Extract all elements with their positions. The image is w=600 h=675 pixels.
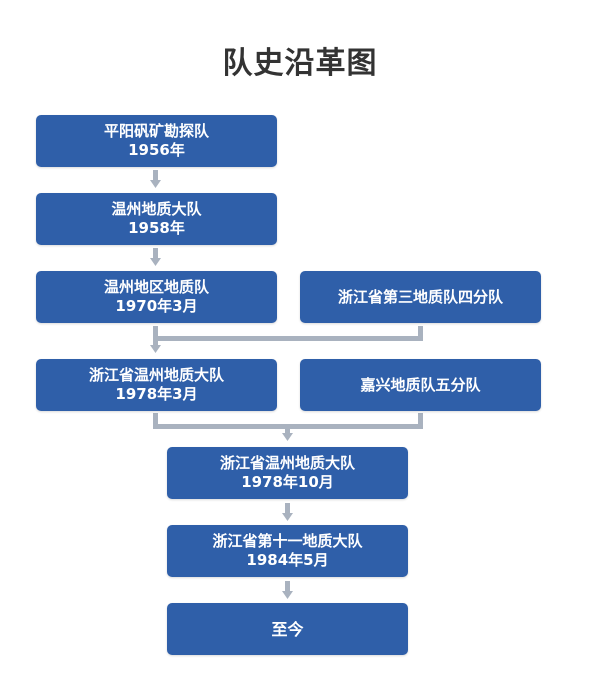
- node-name: 平阳矾矿勘探队: [103, 122, 209, 140]
- node-until-now: 至今: [167, 603, 408, 655]
- connector-n2-n3: [153, 248, 158, 258]
- connector-n8-n9: [285, 581, 290, 591]
- connector-n5-stem: [153, 413, 158, 429]
- node-jiaxing-team-fifth-division: 嘉兴地质队五分队: [300, 359, 541, 411]
- connector-arrow-n7: [282, 433, 293, 441]
- node-zhejiang-eleventh-brigade: 浙江省第十一地质大队 1984年5月: [167, 525, 408, 577]
- node-wenzhou-geology-brigade-1958: 温州地质大队 1958年: [36, 193, 277, 245]
- node-zhejiang-wenzhou-brigade-1978-10: 浙江省温州地质大队 1978年10月: [167, 447, 408, 499]
- node-name: 嘉兴地质队五分队: [360, 375, 481, 394]
- connector-n3-stem: [153, 326, 158, 341]
- node-pingyang-survey-team: 平阳矾矿勘探队 1956年: [36, 115, 277, 167]
- connector-merge-down-1: [153, 341, 158, 346]
- page-title: 队史沿革图: [222, 46, 378, 81]
- node-name: 至今: [271, 619, 304, 639]
- node-name: 浙江省第三地质队四分队: [337, 287, 503, 306]
- node-wenzhou-district-geology-team: 温州地区地质队 1970年3月: [36, 271, 277, 323]
- connector-merge-bar-1: [153, 336, 423, 341]
- node-zhejiang-third-team-fourth-division: 浙江省第三地质队四分队: [300, 271, 541, 323]
- node-name: 温州地质大队: [111, 200, 202, 218]
- connector-arrow-n7-n8: [282, 513, 293, 521]
- node-date: 1956年: [128, 141, 185, 159]
- connector-merge-bar-2: [153, 424, 423, 429]
- node-zhejiang-wenzhou-brigade-1978-03: 浙江省温州地质大队 1978年3月: [36, 359, 277, 411]
- node-date: 1984年5月: [246, 551, 329, 569]
- connector-arrow-n2-n3: [150, 258, 161, 266]
- connector-n4-stem: [418, 326, 423, 341]
- node-date: 1970年3月: [115, 297, 198, 315]
- connector-arrow-n1-n2: [150, 180, 161, 188]
- connector-n7-n8: [285, 503, 290, 513]
- connector-merge-down-2: [285, 429, 290, 434]
- node-date: 1978年10月: [241, 473, 334, 491]
- node-name: 温州地区地质队: [103, 278, 209, 296]
- connector-arrow-n8-n9: [282, 591, 293, 599]
- node-name: 浙江省温州地质大队: [219, 454, 355, 472]
- node-name: 浙江省第十一地质大队: [212, 532, 363, 550]
- connector-arrow-n5: [150, 345, 161, 353]
- node-name: 浙江省温州地质大队: [88, 366, 224, 384]
- node-date: 1958年: [128, 219, 185, 237]
- connector-n6-stem: [418, 413, 423, 429]
- node-date: 1978年3月: [115, 385, 198, 403]
- connector-n1-n2: [153, 170, 158, 180]
